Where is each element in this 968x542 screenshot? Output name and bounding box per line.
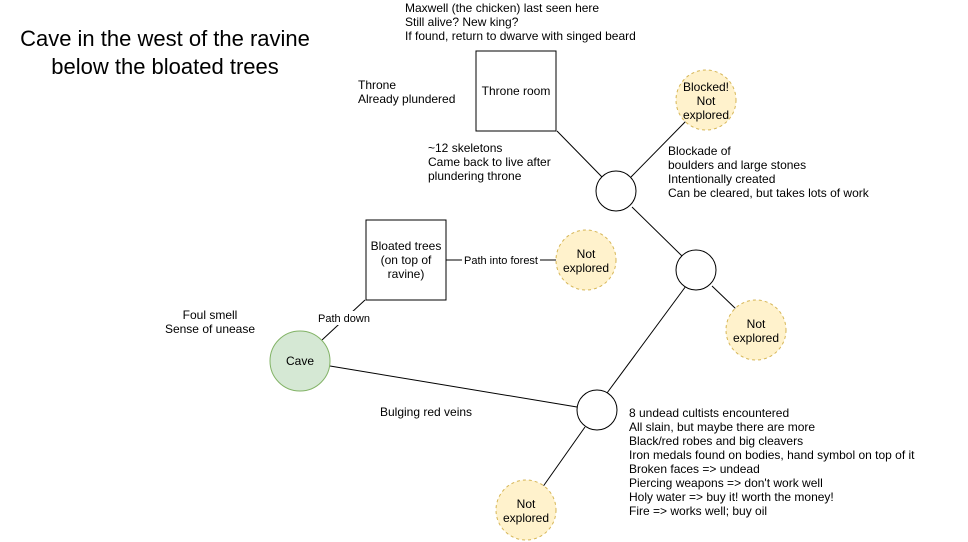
note-cultists-line: Black/red robes and big cleavers — [629, 434, 803, 448]
note-cultists-line: Piercing weapons => don't work well — [629, 476, 823, 490]
edge-label-path-down: Path down — [318, 313, 370, 325]
node-blocked-label-3: explored — [683, 108, 729, 122]
junction-bottom[interactable] — [576, 389, 618, 431]
node-bottom-unexplored-label-2: explored — [503, 511, 549, 525]
note-throne-line: Throne — [358, 78, 396, 92]
node-cave-label: Cave — [286, 354, 314, 368]
node-forest-unexplored-label-2: explored — [563, 261, 609, 275]
edge-label-bulging-red-veins: Bulging red veins — [380, 405, 472, 419]
node-cave[interactable] — [269, 330, 331, 392]
note-cultists-line: All slain, but maybe there are more — [629, 420, 815, 434]
note-chicken: Maxwell (the chicken) last seen here Sti… — [405, 1, 636, 43]
node-right-unexplored[interactable] — [725, 299, 787, 361]
note-cultists-line: 8 undead cultists encountered — [629, 406, 789, 420]
note-skeletons-line: plundering throne — [428, 169, 522, 183]
edge-label-path-into-forest: Path into forest — [464, 255, 538, 267]
note-blockade-line: boulders and large stones — [668, 158, 806, 172]
node-bloated-trees-label-1: Bloated trees — [371, 239, 442, 253]
node-right-unexplored-label-2: explored — [733, 331, 779, 345]
node-bottom-unexplored[interactable] — [495, 479, 557, 541]
junction-middle[interactable] — [675, 249, 717, 291]
junction-top[interactable] — [595, 170, 637, 212]
edge-junction-bottom-to-junction-middle[interactable] — [606, 285, 687, 394]
node-bloated-trees-label-3: ravine) — [388, 267, 425, 281]
node-throne-room-label: Throne room — [482, 84, 551, 98]
node-right-unexplored-label-1: Not — [747, 317, 766, 331]
node-bottom-unexplored-label-1: Not — [517, 497, 536, 511]
note-chicken-line: Still alive? New king? — [405, 15, 519, 29]
note-cave-line: Sense of unease — [165, 322, 255, 336]
edge-junction-middle-to-not-explored[interactable] — [711, 285, 737, 310]
note-cultists-line: Fire => works well; buy oil — [629, 504, 767, 518]
edge-junction-top-to-throne-room[interactable] — [556, 130, 603, 178]
node-blocked-label-1: Blocked! — [683, 80, 729, 94]
note-cave: Foul smell Sense of unease — [165, 308, 255, 336]
diagram-title-line-1: Cave in the west of the ravine — [20, 26, 310, 51]
note-skeletons-line: Came back to live after — [428, 155, 551, 169]
note-chicken-line: Maxwell (the chicken) last seen here — [405, 1, 599, 15]
edge-junction-middle-to-junction-top[interactable] — [631, 206, 683, 257]
note-blockade: Blockade of boulders and large stones In… — [668, 144, 870, 200]
note-blockade-line: Can be cleared, but takes lots of work — [668, 186, 870, 200]
note-chicken-line: If found, return to dwarve with singed b… — [405, 29, 636, 43]
node-forest-unexplored[interactable] — [555, 229, 617, 291]
edge-junction-bottom-to-not-explored[interactable] — [541, 426, 586, 489]
note-blockade-line: Intentionally created — [668, 172, 775, 186]
node-forest-unexplored-label-1: Not — [577, 247, 596, 261]
edge-cave-to-junction-bottom[interactable] — [329, 365, 578, 408]
note-throne-line: Already plundered — [358, 92, 455, 106]
note-throne: Throne Already plundered — [358, 78, 455, 106]
note-skeletons: ~12 skeletons Came back to live after pl… — [428, 141, 551, 183]
note-cultists-line: Broken faces => undead — [629, 462, 760, 476]
node-bloated-trees-label-2: (on top of — [381, 253, 432, 267]
node-blocked-unexplored[interactable] — [675, 69, 737, 131]
note-cultists-line: Iron medals found on bodies, hand symbol… — [629, 448, 915, 462]
node-throne-room[interactable] — [475, 50, 557, 132]
edge-junction-top-to-blocked[interactable] — [630, 120, 687, 178]
note-cultists-line: Holy water => buy it! worth the money! — [629, 490, 834, 504]
node-bloated-trees[interactable] — [365, 219, 447, 301]
note-skeletons-line: ~12 skeletons — [428, 141, 502, 155]
note-cultists: 8 undead cultists encountered All slain,… — [629, 406, 915, 518]
note-cave-line: Foul smell — [183, 308, 238, 322]
diagram-title-line-2: below the bloated trees — [51, 54, 279, 79]
note-blockade-line: Blockade of — [668, 144, 731, 158]
node-blocked-label-2: Not — [697, 94, 716, 108]
